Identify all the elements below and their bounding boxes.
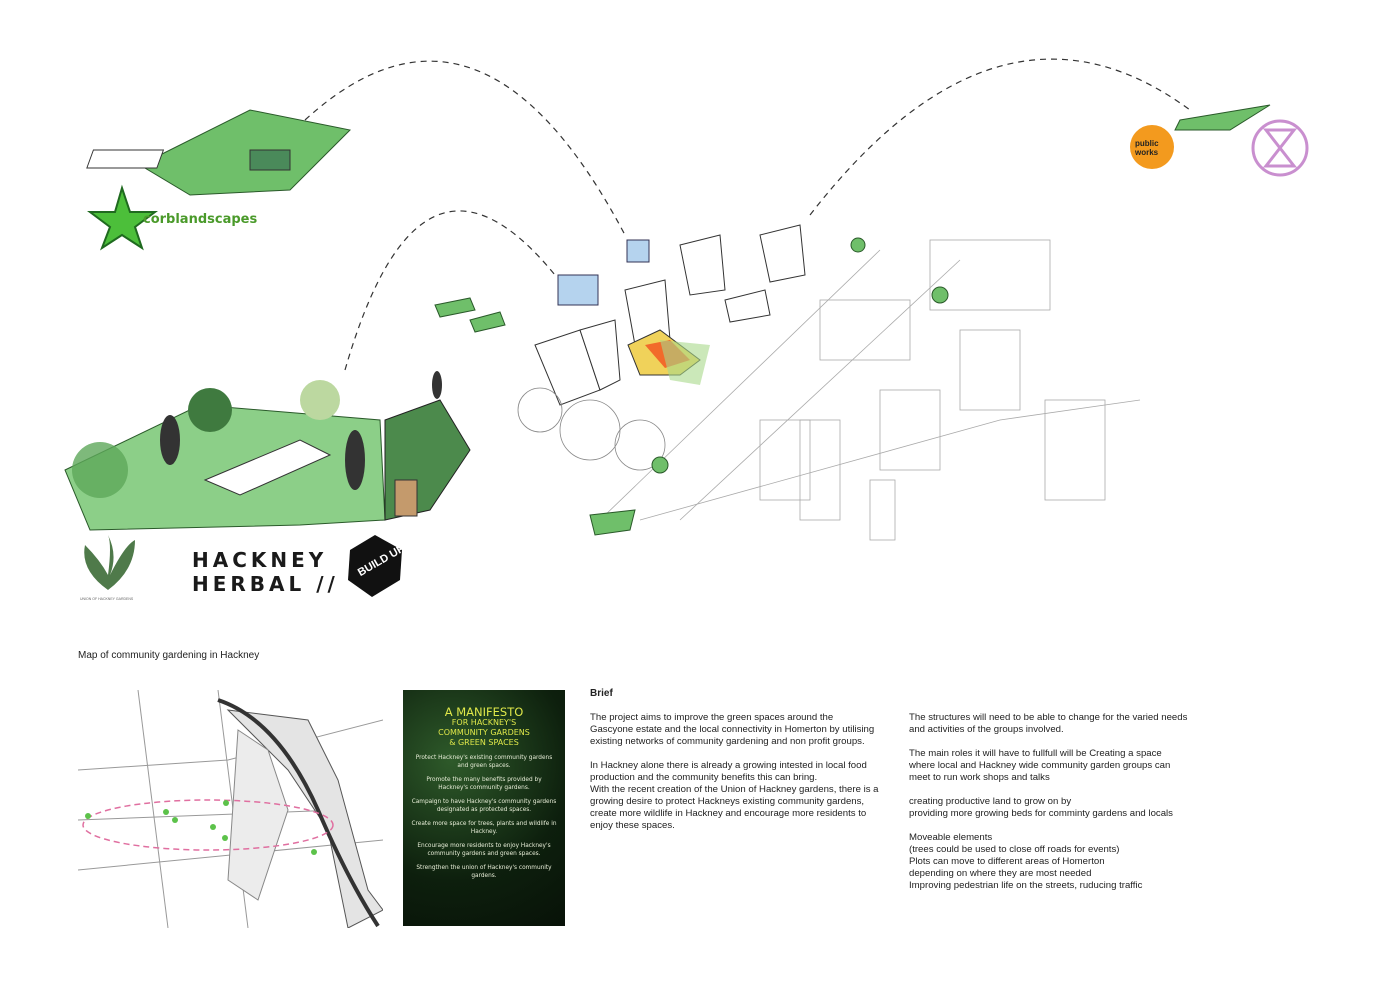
garden-markers xyxy=(85,800,317,855)
brief-paragraph: The main roles it will have to fullfull … xyxy=(909,748,1171,783)
manifesto-title: A MANIFESTO xyxy=(444,705,524,719)
street-context xyxy=(599,239,1141,541)
manifesto-item: Create more space for trees, plants and … xyxy=(411,821,557,835)
herbal-garden-sketch xyxy=(64,371,471,531)
manifesto-item: Encourage more residents to enjoy Hackne… xyxy=(417,843,551,857)
estate-buildings xyxy=(534,224,806,406)
brief-paragraph: The structures will need to be able to c… xyxy=(909,712,1188,735)
brief-paragraph: Moveable elements (trees could be used t… xyxy=(909,832,1143,891)
corblandscapes-star-logo xyxy=(87,184,158,251)
brief-left-column: The project aims to improve the green sp… xyxy=(590,712,890,844)
manifesto-item: Campaign to have Hackney's community gar… xyxy=(411,799,557,813)
manifesto-item: Strengthen the union of Hackney's commun… xyxy=(416,865,552,879)
route-loop xyxy=(82,799,334,851)
arc-corblandscapes xyxy=(304,60,626,236)
manifesto-item: Promote the many benefits provided by Ha… xyxy=(426,777,542,791)
hackney-herbal-line2: HERBAL // xyxy=(192,572,339,596)
brief-paragraph: creating productive land to grow on by p… xyxy=(909,796,1173,819)
manifesto-subtitle-1: FOR HACKNEY'S xyxy=(451,718,517,727)
hatched-area xyxy=(226,709,383,928)
corblandscapes-garden-sketch xyxy=(86,109,352,196)
manifesto-subtitle-2: COMMUNITY GARDENS xyxy=(438,728,530,737)
hackney-herbal-line1: HACKNEY xyxy=(192,548,328,572)
aerial-illustration: corblandscapes xyxy=(64,58,1309,601)
svg-text:public: public xyxy=(1135,139,1159,148)
extinction-rebellion-logo xyxy=(1251,119,1309,177)
union-of-hackney-gardens-logo: UNION OF HACKNEY GARDENS xyxy=(80,535,135,601)
planter-sketches xyxy=(434,104,1271,536)
hackney-herbal-logo: HACKNEY HERBAL // xyxy=(192,548,339,596)
brief-right-column: The structures will need to be able to c… xyxy=(909,712,1219,904)
public-works-logo: public works xyxy=(1130,125,1174,169)
manifesto-poster: A MANIFESTO FOR HACKNEY'S COMMUNITY GARD… xyxy=(403,690,565,926)
arc-herbal xyxy=(344,210,556,371)
brief-paragraph: The project aims to improve the green sp… xyxy=(590,712,875,747)
svg-text:works: works xyxy=(1134,148,1159,157)
brief-paragraph: In Hackney alone there is already a grow… xyxy=(590,760,879,831)
build-up-logo: BUILD UP xyxy=(348,535,407,597)
arc-publicworks xyxy=(809,58,1191,216)
brief-heading: Brief xyxy=(590,688,613,699)
union-logo-text: UNION OF HACKNEY GARDENS xyxy=(80,597,134,601)
greenhouse-sketches xyxy=(557,239,650,306)
connection-arcs xyxy=(304,58,1191,371)
map-caption: Map of community gardening in Hackney xyxy=(78,650,260,661)
manifesto-item: Protect Hackney's existing community gar… xyxy=(415,755,553,769)
corblandscapes-logo-text: corblandscapes xyxy=(143,212,257,227)
river xyxy=(217,698,380,928)
manifesto-subtitle-3: & GREEN SPACES xyxy=(449,738,519,747)
community-garden-map xyxy=(78,690,383,928)
